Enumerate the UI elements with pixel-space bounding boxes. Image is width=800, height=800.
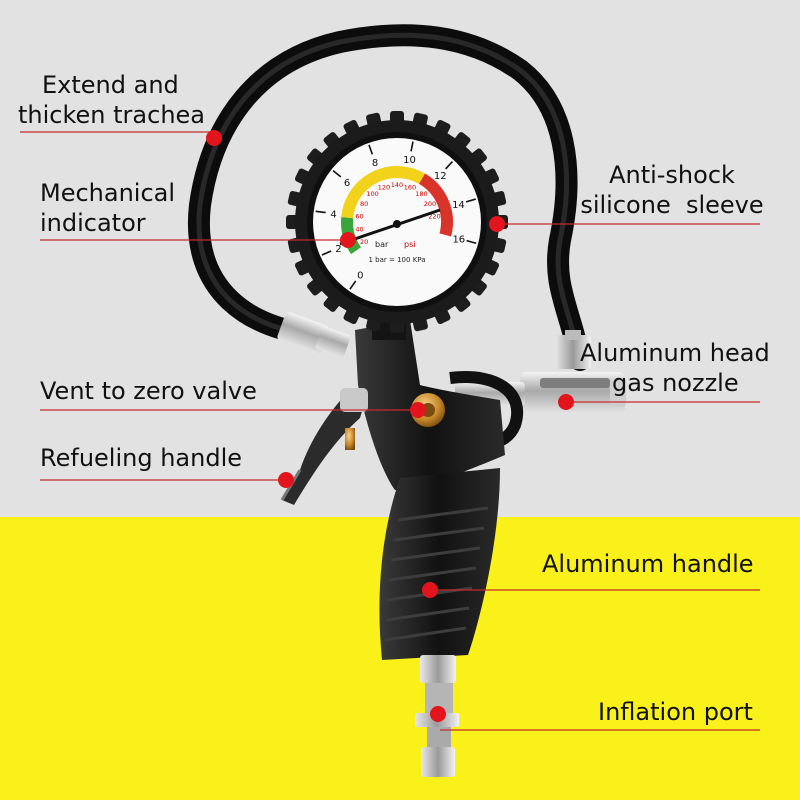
- gauge-needle: [339, 208, 441, 246]
- bar-tick-mark: [445, 161, 453, 170]
- label-aluminum-head-nozzle-line-1: Aluminum head: [580, 339, 770, 367]
- label-extend-trachea-line-2: thicken trachea: [18, 101, 205, 129]
- marker-dot-sleeve: [489, 216, 505, 232]
- bar-tick-label: 4: [330, 210, 336, 221]
- inflation-port-fitting: [415, 655, 459, 777]
- label-vent-valve: Vent to zero valve: [40, 377, 257, 405]
- psi-tick-label: 120: [378, 183, 390, 191]
- label-anti-shock-sleeve-line-2: silicone sleeve: [580, 191, 764, 219]
- bar-tick-mark: [321, 250, 332, 256]
- bar-tick-label: 6: [344, 178, 350, 189]
- bar-tick-label: 14: [452, 200, 465, 211]
- bar-tick-mark: [466, 239, 477, 244]
- conversion-note: 1 bar = 100 KPa: [369, 256, 426, 264]
- label-extend-trachea-line-1: Extend and: [42, 71, 179, 99]
- label-anti-shock-sleeve-line-1: Anti-shock: [609, 161, 735, 189]
- label-mechanical-indicator-line-1: Mechanical: [40, 179, 176, 207]
- psi-tick-label: 40: [355, 226, 363, 234]
- bar-tick-mark: [349, 280, 357, 290]
- label-aluminum-head-nozzle-line-2: gas nozzle: [612, 369, 739, 397]
- label-anti-shock-sleeve: Anti-shock silicone sleeve: [574, 160, 770, 220]
- bar-tick-label: 12: [434, 171, 447, 182]
- marker-dot-nozzle: [558, 394, 574, 410]
- marker-dot-indicator: [340, 232, 356, 248]
- psi-tick-label: 160: [404, 183, 416, 191]
- psi-tick-label: 60: [355, 212, 363, 220]
- bar-tick-label: 16: [452, 235, 465, 246]
- leader-lines: [20, 131, 760, 731]
- marker-dot-refuel: [278, 472, 294, 488]
- bar-tick-mark: [368, 144, 374, 155]
- rubber-hose: [187, 24, 591, 371]
- bar-tick-label: 2: [335, 244, 341, 255]
- bar-tick-label: 8: [372, 158, 378, 169]
- marker-dot-trachea: [206, 130, 222, 146]
- bar-tick-mark: [465, 198, 476, 203]
- psi-tick-label: 20: [360, 238, 368, 246]
- psi-tick-label: 80: [360, 200, 368, 208]
- label-refueling-handle: Refueling handle: [40, 444, 242, 472]
- label-mechanical-indicator: Mechanical indicator: [40, 178, 175, 238]
- bar-tick-mark: [315, 210, 326, 214]
- psi-tick-label: 220: [428, 212, 440, 220]
- marker-dot-valve: [410, 402, 426, 418]
- bar-unit: bar: [375, 240, 389, 249]
- marker-dot-port: [430, 706, 446, 722]
- bar-tick-label: 10: [403, 155, 416, 166]
- label-mechanical-indicator-line-2: indicator: [40, 209, 146, 237]
- marker-dot-handle: [422, 582, 438, 598]
- label-extend-trachea: Extend and thicken trachea: [18, 70, 205, 130]
- psi-tick-label: 140: [391, 181, 403, 189]
- bar-tick-mark: [410, 141, 414, 152]
- label-aluminum-handle: Aluminum handle: [542, 550, 754, 578]
- psi-tick-label: 180: [415, 190, 427, 198]
- marker-dots: [206, 130, 574, 722]
- label-inflation-port: Inflation port: [598, 698, 753, 726]
- psi-tick-label: 200: [424, 200, 436, 208]
- psi-unit: psi: [404, 240, 415, 249]
- bar-tick-mark: [332, 170, 342, 178]
- brass-pin: [345, 428, 355, 450]
- hose-fitting: [277, 312, 351, 358]
- label-aluminum-head-nozzle: Aluminum head gas nozzle: [580, 338, 770, 398]
- psi-tick-label: 100: [366, 190, 378, 198]
- bar-tick-label: 0: [357, 270, 363, 281]
